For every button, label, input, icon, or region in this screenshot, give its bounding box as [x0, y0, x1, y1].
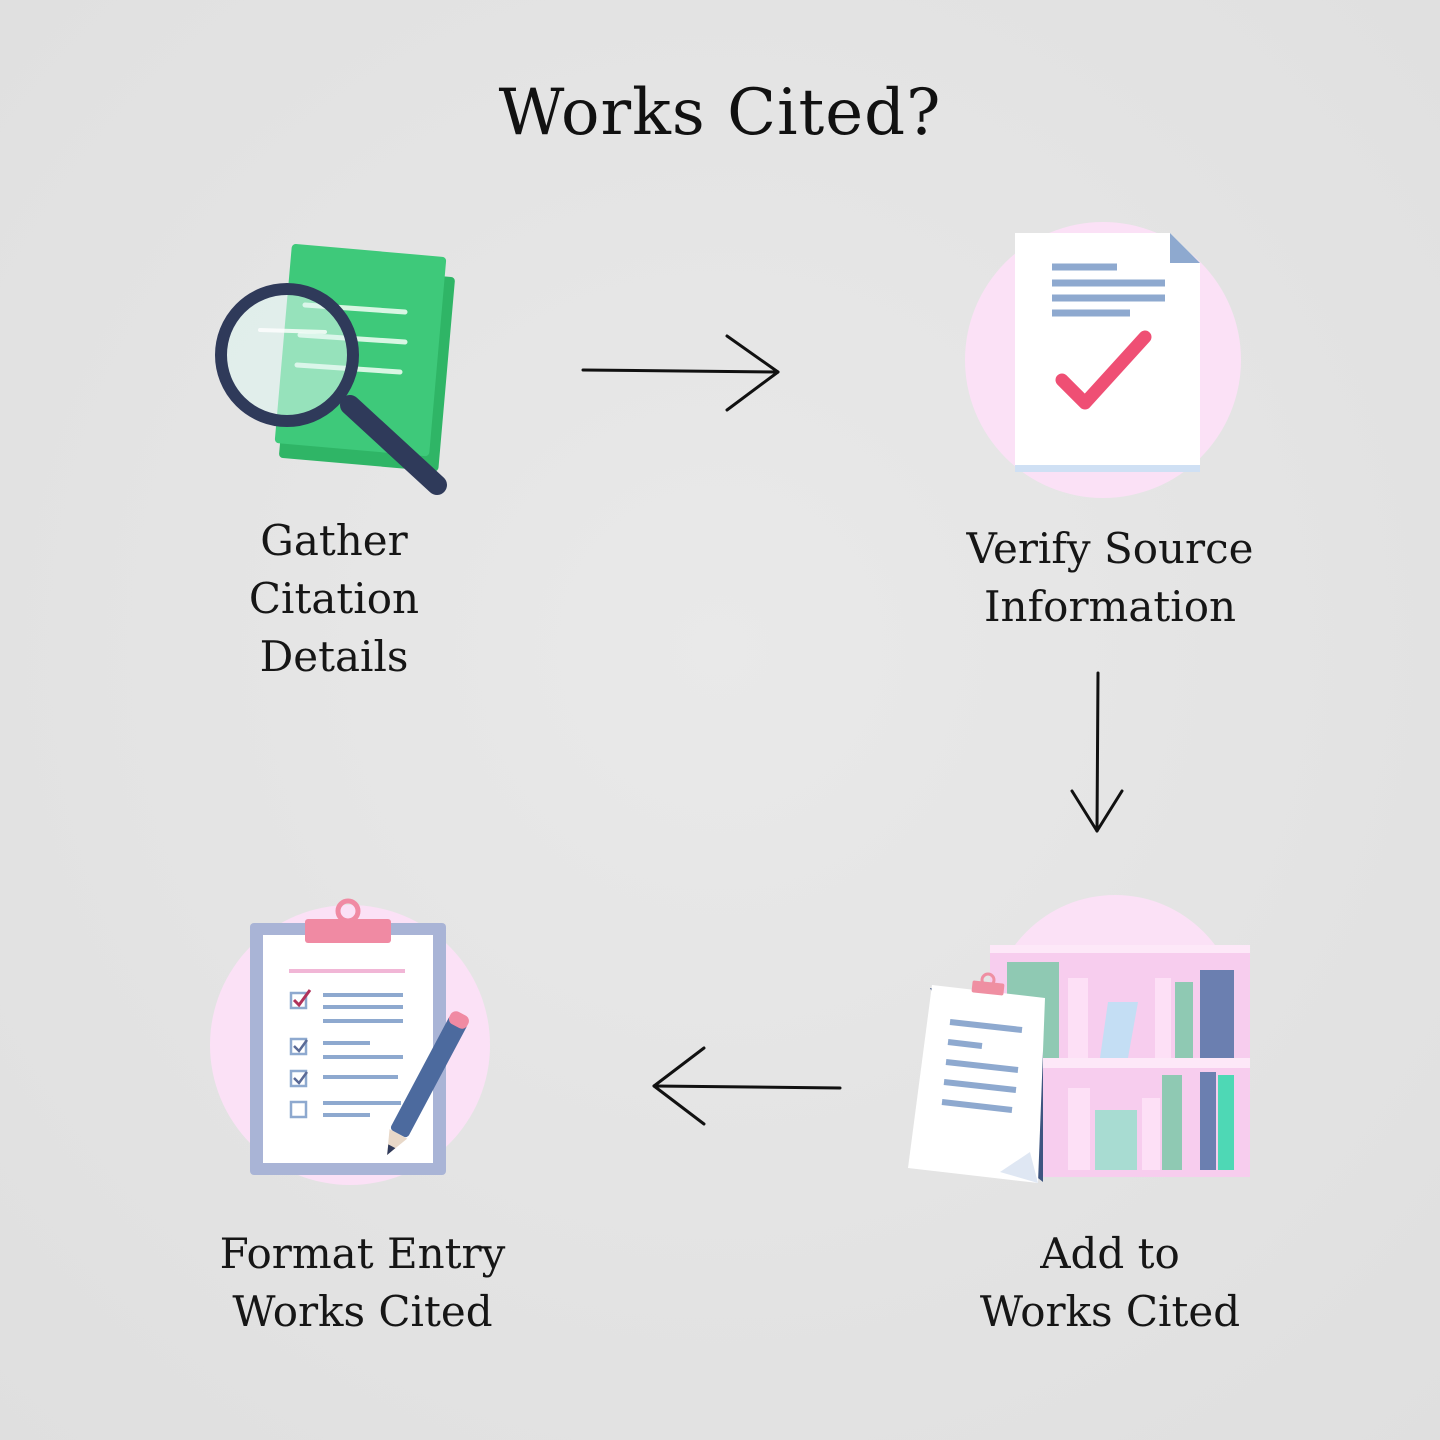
- arrow-left-icon: [652, 1046, 842, 1126]
- step-label-verify: Verify Source Information: [966, 524, 1254, 631]
- bookshelf-document-icon: [908, 895, 1250, 1183]
- step-label-format: Format Entry Works Cited: [219, 1229, 506, 1336]
- magnifier-document-icon: [215, 244, 455, 495]
- step-label-add: Add to Works Cited: [979, 1229, 1241, 1336]
- step-label-gather: Gather Citation Details: [248, 516, 420, 681]
- arrow-right-icon: [581, 334, 780, 412]
- arrow-down-icon: [1070, 671, 1124, 833]
- checked-document-icon: [965, 222, 1241, 498]
- clipboard-checklist-icon: [210, 898, 490, 1185]
- page-title: Works Cited?: [498, 76, 942, 150]
